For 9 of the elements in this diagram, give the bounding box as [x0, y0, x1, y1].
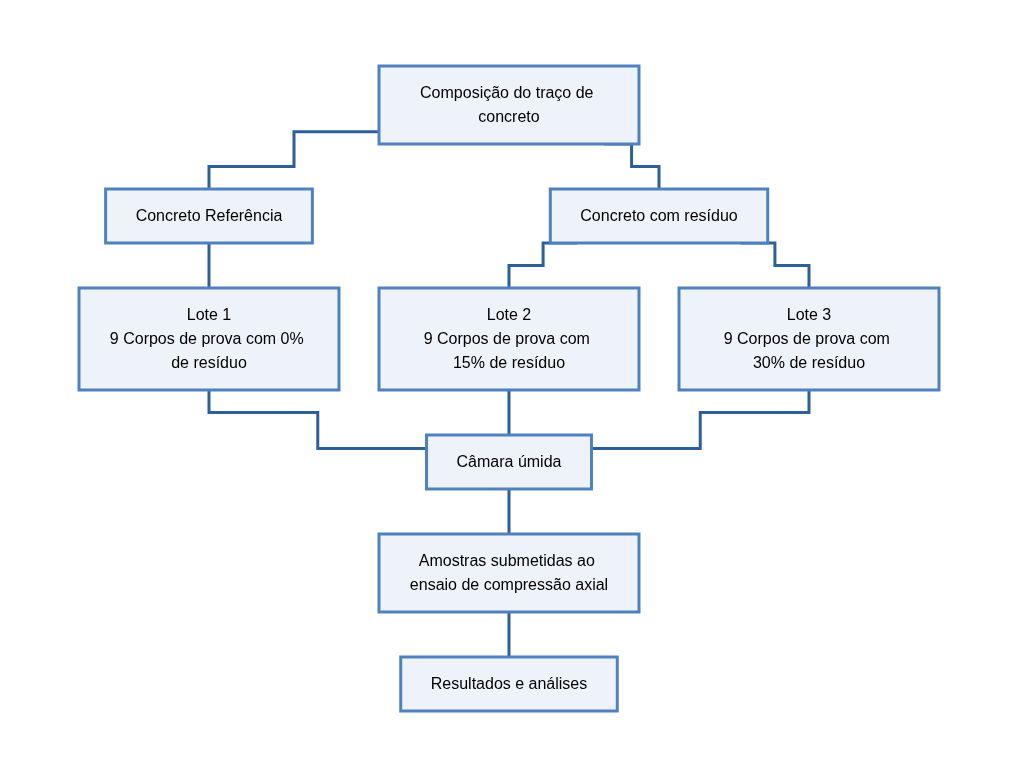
node-box: Amostras submetidas ao ensaio de compressão axial [377, 532, 641, 613]
node-box: Lote 3 9 Corpos de prova com 30% de resíduo [677, 286, 941, 391]
node-box: Câmara úmida [425, 433, 593, 490]
node-box: Lote 2 9 Corpos de prova com 15% de resíduo [377, 286, 641, 391]
node-box: Resultados e análises [399, 655, 619, 712]
node-box: Concreto com resíduo [548, 187, 770, 244]
node-box: Composição do traço de concreto [377, 64, 641, 145]
node-box: Lote 1 9 Corpos de prova com 0% de resíduo [77, 286, 341, 391]
node-box: Concreto Referência [104, 187, 314, 244]
